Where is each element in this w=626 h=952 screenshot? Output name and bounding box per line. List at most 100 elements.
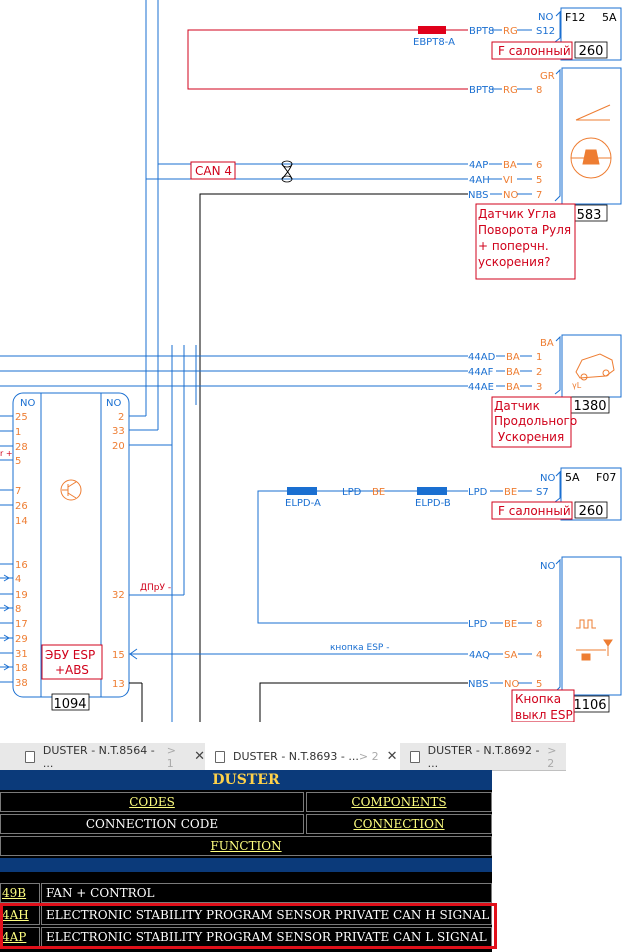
pin-label: BA: [540, 338, 554, 349]
wire-code: 4AH: [469, 175, 490, 186]
wire-code: BPT8: [469, 85, 494, 96]
bottom-fuse-section: ELPD-A LPD BE ELPD-B LPD BE NO S7 5A F07…: [257, 467, 622, 624]
vehicle-accel-sensor-icon: γL: [572, 353, 615, 390]
browser-tab-3[interactable]: DUSTER - N.T.8692 - ... > 2: [400, 743, 566, 770]
component-number: 1380: [573, 399, 606, 414]
pin-label: 5: [15, 456, 21, 467]
connection-link[interactable]: CONNECTION: [306, 814, 492, 834]
ecu-left-wires: [0, 415, 13, 683]
svg-text:γL: γL: [572, 381, 582, 390]
function-link[interactable]: FUNCTION: [0, 836, 492, 856]
wire-code: 44AD: [468, 352, 496, 363]
ecu-label-2: +ABS: [55, 663, 89, 677]
left-edge-fragment: r +: [0, 449, 13, 458]
sensor-583-label-3: + поперчн.: [478, 239, 549, 253]
pin-label: S12: [536, 26, 555, 37]
sensor-1380-label-1: Датчик: [494, 399, 540, 413]
browser-tab-2-active[interactable]: DUSTER - N.T.8693 - ... > 2 ✕: [205, 743, 400, 770]
wire-color: BA: [503, 160, 517, 171]
sensor-1380-box: [561, 334, 622, 398]
sensor-1380-section: 44AD BA 44AF BA 44AE BA BA 1 2 3 γL 1380…: [0, 334, 622, 722]
sensor-583-label-2: Поворота Руля: [478, 223, 571, 237]
page-icon: [25, 750, 35, 763]
wire-code: LPD: [342, 487, 362, 498]
component-number: 260: [579, 44, 604, 59]
table-row: 4AP ELECTRONIC STABILITY PROGRAM SENSOR …: [0, 927, 492, 947]
wiring-diagram: EBPT8-A BPT8 RG NO S12 F12 5A 260 F сало…: [0, 0, 622, 722]
sensor-583-box: [561, 67, 622, 205]
esp-button-box: [561, 556, 622, 696]
component-number: 583: [577, 208, 602, 223]
wire-color: BA: [506, 352, 520, 363]
pin-label: 29: [15, 634, 28, 645]
components-link[interactable]: COMPONENTS: [306, 792, 492, 812]
close-icon[interactable]: ✕: [386, 749, 398, 764]
pin-label: 4: [15, 574, 21, 585]
top-fuse-section: EBPT8-A BPT8 RG NO S12 F12 5A 260 F сало…: [145, 0, 622, 430]
row-code-link[interactable]: 49B: [0, 883, 40, 903]
connection-code-link[interactable]: CONNECTION CODE: [0, 814, 304, 834]
wire-code: LPD: [468, 487, 488, 498]
close-icon[interactable]: ✕: [194, 749, 205, 764]
sensor-583-label-4: ускорения?: [478, 255, 551, 269]
pin-label: 33: [112, 426, 125, 437]
pin-label: 17: [15, 619, 28, 630]
component-number: 260: [579, 504, 604, 519]
wire-color: BE: [372, 487, 385, 498]
row-code-link[interactable]: 4AH: [0, 905, 40, 925]
wire-code: 4AP: [469, 160, 488, 171]
sensor-1380-label-3: Ускорения: [494, 430, 564, 444]
app-title: DUSTER: [0, 770, 492, 790]
component-label: F салонный: [498, 44, 571, 58]
elpda-label: ELPD-A: [285, 498, 321, 509]
pin-label: 15: [112, 650, 125, 661]
fuse-rating: 5A: [602, 11, 617, 24]
ecu-1094-section: NO NO ЭБУ ESP +ABS 1094 2 33 20 32 15 13…: [0, 392, 184, 722]
page-icon: [215, 750, 225, 763]
tab-title: DUSTER - N.T.8693 - ...: [233, 750, 359, 763]
pin-label: 32: [112, 590, 125, 601]
wire-color: BA: [506, 382, 520, 393]
fuse-box-260-bottom: [560, 467, 622, 521]
pin-label: 20: [112, 441, 125, 452]
wire-color: RG: [503, 26, 518, 37]
pin-label: 6: [536, 160, 542, 171]
pin-label: 8: [536, 619, 542, 630]
wire-color: BE: [504, 619, 517, 630]
codes-link[interactable]: CODES: [0, 792, 304, 812]
pin-label: 16: [15, 560, 28, 571]
pin-label: 13: [112, 679, 125, 690]
pin-label: 4: [536, 650, 542, 661]
pin-label: 5: [536, 679, 542, 690]
row-description: ELECTRONIC STABILITY PROGRAM SENSOR PRIV…: [41, 927, 492, 947]
tab-title-overflow: > 2: [358, 750, 379, 763]
duster-app-panel: DUSTER CODES COMPONENTS CONNECTION CODE …: [0, 770, 492, 952]
component-label: F салонный: [498, 504, 571, 518]
ebpt8a-connector: [418, 26, 446, 34]
wire-color: VI: [503, 175, 513, 186]
page-icon: [410, 750, 420, 763]
esp-button-label-2: выкл ESP: [515, 708, 573, 722]
sensor-1380-label-2: Продольного: [494, 414, 577, 428]
ecu-transistor-icon: [60, 479, 82, 501]
wire-color: BA: [506, 367, 520, 378]
pin-label: NO: [106, 398, 121, 409]
browser-tab-1[interactable]: DUSTER - N.T.8564 - ... > 1 ✕: [15, 743, 205, 770]
wire-code: 44AF: [468, 367, 494, 378]
wire-color: SA: [504, 650, 518, 661]
wire-code: LPD: [468, 619, 488, 630]
wire-code: 4AQ: [469, 650, 490, 661]
sensor-583-section: BPT8 RG GR 8 6 5 7 583 Датчик Угла Повор…: [146, 67, 622, 722]
pin-label: 7: [15, 486, 21, 497]
tab-title: DUSTER - N.T.8692 - ...: [427, 743, 540, 770]
table-row: 4AH ELECTRONIC STABILITY PROGRAM SENSOR …: [0, 905, 492, 925]
row-code-link[interactable]: 4AP: [0, 927, 40, 947]
sensor-583-label-1: Датчик Угла: [478, 207, 556, 221]
pin-label: NO: [540, 473, 555, 484]
fuse-box-260-top: [560, 7, 622, 61]
component-number: 1094: [53, 697, 86, 712]
wire-color: NO: [503, 190, 518, 201]
tab-title: DUSTER - N.T.8564 - ...: [42, 743, 155, 770]
pin-label: 19: [15, 590, 28, 601]
pin-label: S7: [536, 487, 549, 498]
